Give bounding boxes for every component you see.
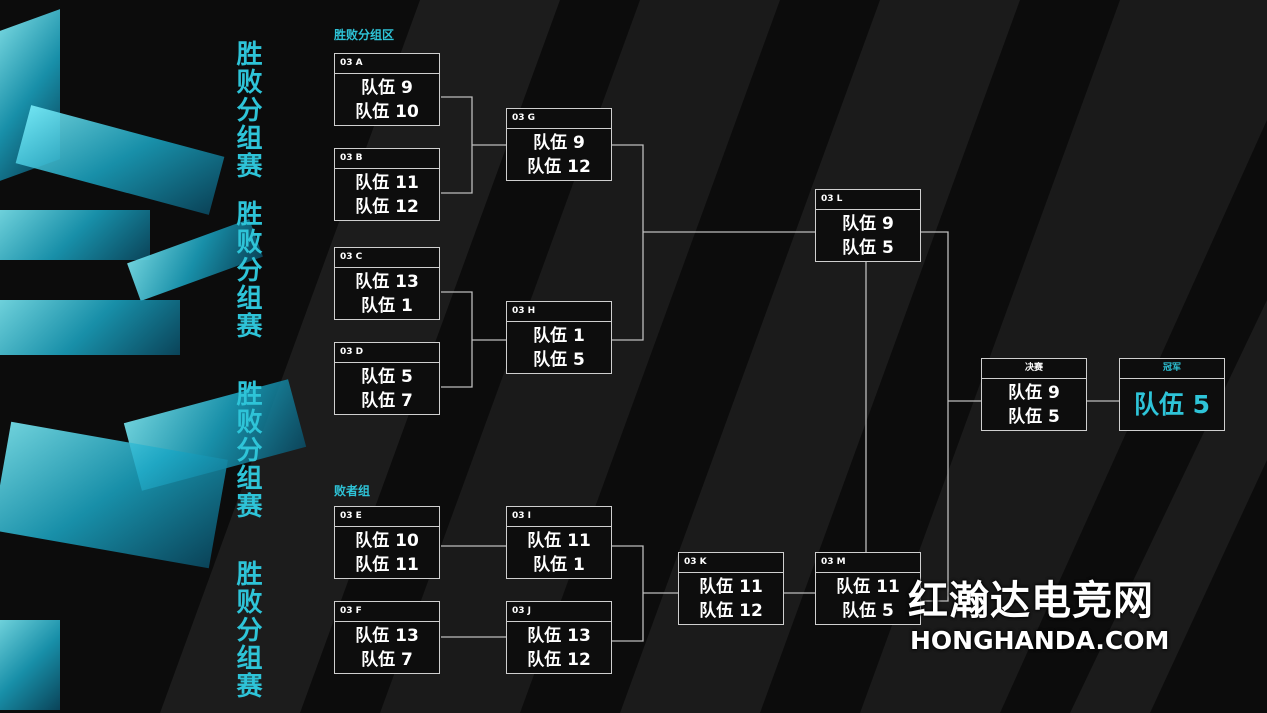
team-name: 队伍 5	[361, 366, 413, 387]
match-label: 03 F	[335, 602, 439, 622]
team-name: 队伍 5	[842, 600, 894, 621]
team-name: 队伍 12	[527, 156, 591, 177]
team-name: 队伍 12	[527, 649, 591, 670]
lower-bracket-label: 败者组	[334, 484, 371, 498]
champion-team: 队伍 5	[1133, 389, 1211, 419]
match-label: 03 B	[335, 149, 439, 169]
team-name: 队伍 9	[533, 132, 585, 153]
side-title: 胜败分组赛	[232, 40, 262, 180]
team-name: 队伍 5	[842, 237, 894, 258]
champion-box[interactable]: 冠军 队伍 5	[1119, 358, 1225, 431]
team-name: 队伍 11	[699, 576, 763, 597]
side-title: 胜败分组赛	[232, 200, 262, 340]
team-name: 队伍 13	[355, 271, 419, 292]
match-final[interactable]: 决赛 队伍 9 队伍 5	[981, 358, 1087, 431]
team-name: 队伍 11	[527, 530, 591, 551]
side-title: 胜败分组赛	[232, 380, 262, 520]
match-03e[interactable]: 03 E 队伍 10 队伍 11	[334, 506, 440, 579]
match-03l[interactable]: 03 L 队伍 9 队伍 5	[815, 189, 921, 262]
match-label: 03 H	[507, 302, 611, 322]
team-name: 队伍 7	[361, 390, 413, 411]
match-label: 03 D	[335, 343, 439, 363]
team-name: 队伍 11	[355, 554, 419, 575]
team-name: 队伍 12	[355, 196, 419, 217]
match-label: 03 C	[335, 248, 439, 268]
match-03d[interactable]: 03 D 队伍 5 队伍 7	[334, 342, 440, 415]
champion-label: 冠军	[1120, 359, 1224, 379]
team-name: 队伍 5	[1008, 406, 1060, 427]
match-03k[interactable]: 03 K 队伍 11 队伍 12	[678, 552, 784, 625]
watermark: 红瀚达电竞网 HONGHANDA.COM	[908, 568, 1169, 655]
match-label: 03 K	[679, 553, 783, 573]
match-label: 03 M	[816, 553, 920, 573]
team-name: 队伍 10	[355, 101, 419, 122]
team-name: 队伍 11	[355, 172, 419, 193]
match-label: 03 I	[507, 507, 611, 527]
match-label: 03 L	[816, 190, 920, 210]
team-name: 队伍 5	[533, 349, 585, 370]
team-name: 队伍 9	[842, 213, 894, 234]
watermark-en: HONGHANDA.COM	[910, 626, 1170, 655]
match-03h[interactable]: 03 H 队伍 1 队伍 5	[506, 301, 612, 374]
side-title: 胜败分组赛	[232, 560, 262, 700]
match-03c[interactable]: 03 C 队伍 13 队伍 1	[334, 247, 440, 320]
match-label: 03 E	[335, 507, 439, 527]
match-03m[interactable]: 03 M 队伍 11 队伍 5	[815, 552, 921, 625]
team-name: 队伍 9	[1008, 382, 1060, 403]
match-03b[interactable]: 03 B 队伍 11 队伍 12	[334, 148, 440, 221]
match-03i[interactable]: 03 I 队伍 11 队伍 1	[506, 506, 612, 579]
match-label: 03 A	[335, 54, 439, 74]
match-label: 决赛	[982, 359, 1086, 379]
team-name: 队伍 1	[361, 295, 413, 316]
match-label: 03 J	[507, 602, 611, 622]
team-name: 队伍 9	[361, 77, 413, 98]
team-name: 队伍 10	[355, 530, 419, 551]
watermark-cn: 红瀚达电竞网	[908, 578, 1154, 624]
match-label: 03 G	[507, 109, 611, 129]
team-name: 队伍 13	[355, 625, 419, 646]
match-03a[interactable]: 03 A 队伍 9 队伍 10	[334, 53, 440, 126]
team-name: 队伍 7	[361, 649, 413, 670]
match-03j[interactable]: 03 J 队伍 13 队伍 12	[506, 601, 612, 674]
match-03g[interactable]: 03 G 队伍 9 队伍 12	[506, 108, 612, 181]
team-name: 队伍 12	[699, 600, 763, 621]
team-name: 队伍 11	[836, 576, 900, 597]
match-03f[interactable]: 03 F 队伍 13 队伍 7	[334, 601, 440, 674]
team-name: 队伍 1	[533, 554, 585, 575]
team-name: 队伍 13	[527, 625, 591, 646]
team-name: 队伍 1	[533, 325, 585, 346]
upper-bracket-label: 胜败分组区	[334, 28, 395, 42]
